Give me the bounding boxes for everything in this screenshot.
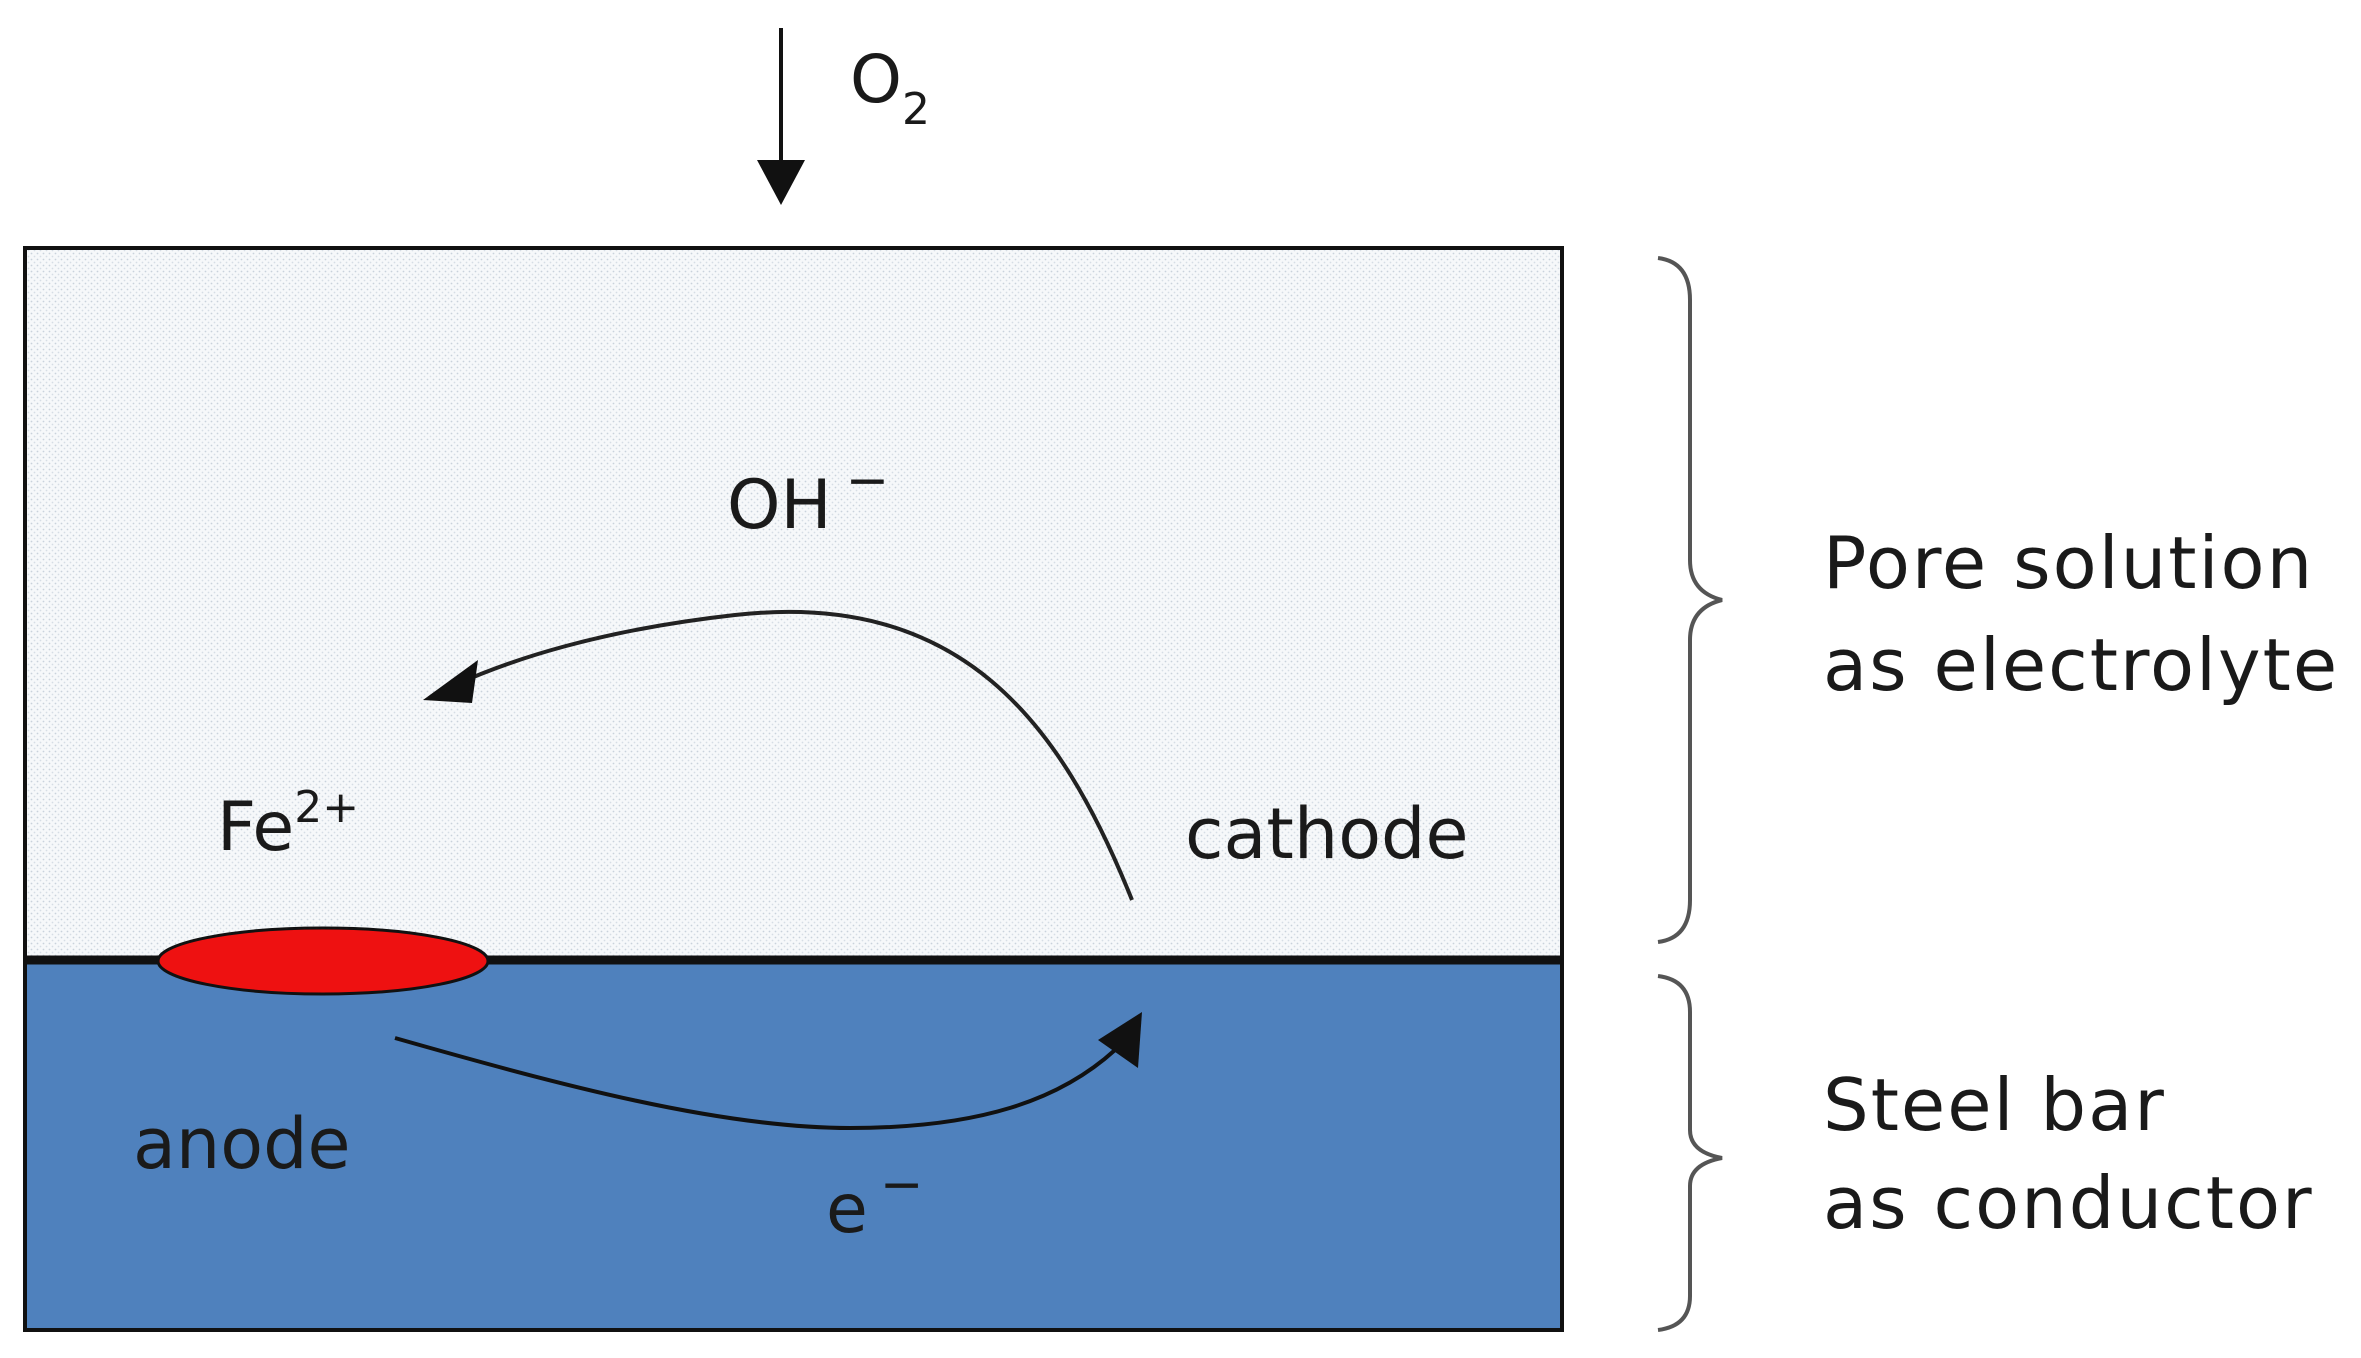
steel-bar-line1: Steel bar [1823, 1063, 2166, 1147]
steel-bar-region [23, 958, 1564, 1332]
pore-solution-brace [1657, 256, 1723, 944]
pore-solution-line1: Pore solution [1823, 521, 2314, 605]
iron-ion-label: Fe2+ [217, 782, 359, 867]
steel-bar-label-line2: as conductor [1823, 1161, 2314, 1245]
oxygen-inflow-arrow [757, 28, 805, 205]
oxygen-subscript: 2 [902, 84, 930, 135]
electron-label: e− [826, 1155, 923, 1249]
electron-superscript: − [880, 1155, 924, 1215]
steel-bar-brace [1657, 974, 1723, 1332]
hydroxide-label: OH− [727, 451, 889, 545]
oxygen-label: O2 [850, 41, 930, 135]
iron-ion-symbol: Fe [217, 788, 294, 867]
iron-ion-superscript: 2+ [294, 782, 359, 833]
cathode-label: cathode [1185, 793, 1469, 875]
pore-solution-line2: as electrolyte [1823, 623, 2339, 707]
pore-solution-label-line2: as electrolyte [1823, 623, 2339, 707]
oxygen-symbol: O [850, 41, 902, 118]
pore-solution-label: Pore solution [1823, 521, 2314, 605]
electron-flow-arrow [394, 1012, 1142, 1131]
hydroxide-migration-arrow [423, 609, 1134, 901]
steel-bar-label: Steel bar [1823, 1063, 2166, 1147]
steel-bar-line2: as conductor [1823, 1161, 2314, 1245]
anode-spot [156, 926, 490, 996]
hydroxide-superscript: − [846, 451, 890, 511]
anode-label: anode [133, 1103, 351, 1185]
hydroxide-symbol: OH [727, 466, 832, 545]
electron-symbol: e [826, 1170, 868, 1249]
